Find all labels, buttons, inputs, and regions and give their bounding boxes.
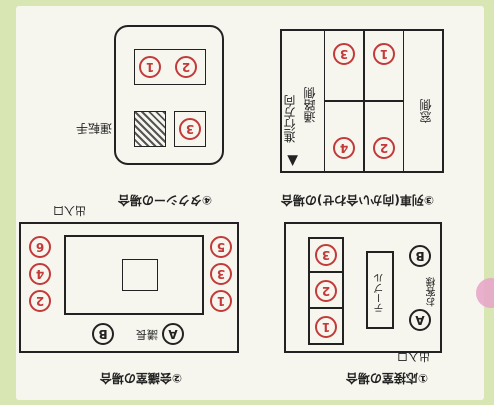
conference-seat-A: A (162, 323, 184, 345)
train-seat-3: 3 (333, 43, 355, 65)
taxi-body (114, 25, 224, 165)
panel-1-entrance: 出入口 (397, 350, 430, 363)
train-window-side: 窓側 (419, 99, 433, 123)
train-direction: 進行方向 (283, 95, 297, 143)
conference-chair-1: 1 (210, 290, 232, 312)
taxi-seat-2: 2 (175, 56, 197, 78)
panel-2-entrance: 出入口 (53, 204, 86, 217)
conference-seat-B: B (92, 323, 114, 345)
conference-chair-4: 4 (29, 263, 51, 285)
taxi-seat-3: 3 (179, 118, 201, 140)
panel-3-title: ③列車(向かい合わせ)の場合 (280, 193, 434, 207)
conference-table-inner (122, 259, 158, 291)
taxi-driver-seat (134, 111, 166, 147)
conference-chair-2: 2 (29, 290, 51, 312)
reception-table-label: テーブル (375, 273, 386, 313)
panel-4-title: ④タクシーの場合 (117, 193, 212, 207)
conference-chair-3: 3 (210, 263, 232, 285)
panel-2-title: ②会議室の場合 (99, 371, 182, 385)
train-seat-block-left-bottom (364, 29, 404, 101)
train-aisle-side: 通路側 (303, 87, 317, 123)
train-seat-block-right-bottom (324, 29, 364, 101)
decorative-pink-circle (476, 278, 494, 308)
reception-sofa-divider-1 (308, 307, 344, 309)
illustration-page (16, 6, 484, 400)
taxi-seat-1: 1 (139, 56, 161, 78)
train-seat-2: 2 (373, 137, 395, 159)
train-seat-1: 1 (373, 43, 395, 65)
reception-seat-B: B (409, 245, 431, 267)
reception-chair-1: 1 (315, 316, 337, 338)
panel-1-title: ①応接室の場合 (345, 371, 428, 385)
reception-chair-3: 3 (315, 244, 337, 266)
reception-guest-side: お客様 (427, 277, 438, 307)
train-direction-arrow: ▲ (287, 153, 298, 169)
conference-chair-5: 5 (210, 236, 232, 258)
reception-seat-A: A (409, 309, 431, 331)
conference-chair-6: 6 (29, 236, 51, 258)
reception-chair-2: 2 (315, 280, 337, 302)
reception-sofa-divider-2 (308, 271, 344, 273)
train-seat-4: 4 (333, 137, 355, 159)
taxi-driver-label: 運転手 (75, 121, 112, 135)
conference-chair-seat: 議長 (136, 328, 158, 341)
